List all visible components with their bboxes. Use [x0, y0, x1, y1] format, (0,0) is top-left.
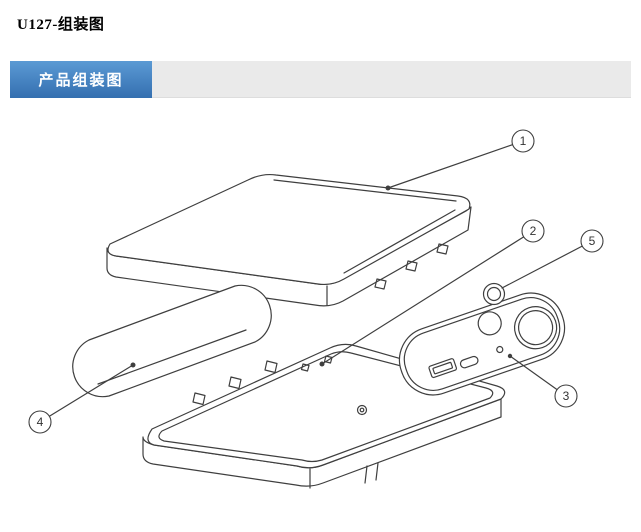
end-cap-large-hole — [514, 306, 558, 350]
callout-1-label: 1 — [520, 134, 527, 148]
section-header-bar: 产品组装图 — [10, 61, 631, 98]
callout-2-label: 2 — [530, 224, 537, 238]
exploded-view-drawing: 1 2 5 3 4 — [28, 129, 604, 489]
end-cap-inner-outline — [403, 297, 561, 391]
part-end-cap — [398, 292, 566, 396]
section-title-badge: 产品组装图 — [10, 61, 152, 98]
leader-line-1 — [387, 140, 524, 189]
callout-4: 4 — [28, 410, 52, 434]
case-floor-hole — [323, 355, 333, 364]
case-clip-slot — [192, 392, 206, 406]
page-title: U127-组装图 — [17, 17, 105, 33]
case-inner-rim — [158, 351, 494, 463]
led-hole — [496, 345, 504, 354]
callout-3: 3 — [554, 384, 578, 408]
callout-4-label: 4 — [37, 415, 44, 429]
screw-post — [356, 404, 368, 416]
end-cap-round-hole — [477, 311, 502, 336]
case-clip-slot — [264, 360, 278, 374]
part-ring — [482, 282, 506, 306]
micro-usb-cutout — [459, 355, 479, 369]
lid-edge-line — [273, 179, 457, 202]
callout-balloons: 1 2 5 3 4 — [28, 129, 604, 434]
part-top-cover — [106, 173, 472, 307]
lid-clip-tab — [374, 278, 387, 290]
lid-clip-tab — [405, 260, 418, 272]
leader-line-2 — [321, 230, 534, 365]
callout-5-label: 5 — [589, 234, 596, 248]
leader-line-4 — [39, 364, 134, 423]
lid-inner-rim — [343, 209, 456, 274]
callout-1: 1 — [511, 129, 535, 153]
case-floor-hole — [300, 363, 310, 372]
case-clip-slot — [228, 376, 242, 390]
band-fold-line — [97, 329, 247, 385]
callout-2: 2 — [521, 219, 545, 243]
assembly-diagram: 1 2 5 3 4 — [10, 98, 631, 525]
callout-3-anchor-dot — [507, 353, 513, 359]
part-middle-band — [72, 284, 272, 398]
usb-cutout — [428, 358, 458, 379]
callout-3-label: 3 — [563, 389, 570, 403]
leader-line-5 — [501, 240, 593, 289]
callout-5: 5 — [580, 229, 604, 253]
lid-clip-tab — [436, 243, 449, 255]
